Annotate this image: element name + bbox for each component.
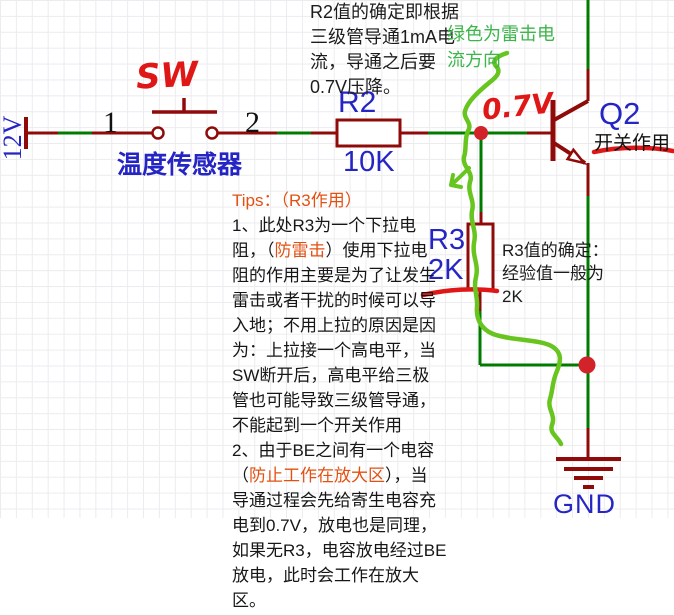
r3-note: R3值的确定： 经验值一般为 2K — [502, 239, 609, 308]
q2-designator: Q2 — [599, 96, 641, 131]
grid-background — [0, 0, 674, 518]
note-line: Tips：（R3作用） — [232, 191, 362, 210]
note-line: 雷击或者干扰的时候可以导 — [232, 291, 436, 310]
pen-switch-mark: SW — [134, 54, 200, 98]
switch-contact-right — [205, 126, 219, 140]
note-line: R3值的确定： — [502, 241, 609, 260]
resistor-r3-symbol — [466, 222, 495, 292]
net-label-2: 2 — [245, 106, 260, 139]
note-line: SW断开后，高电平给三极 — [232, 366, 430, 385]
note-line: 导通过程会先给寄生电容充 — [232, 491, 436, 510]
note-line: 阻的作用主要是为了让发生 — [232, 266, 436, 285]
r3-value-label: 2K — [428, 254, 464, 286]
note-line: 阻，（防雷击）使用下拉电 — [232, 241, 428, 260]
r2-designator: R2 — [338, 86, 377, 119]
npn-emitter-arrow — [565, 147, 588, 166]
note-line: 管也可能导致三级管导通， — [232, 391, 436, 410]
switch-contact-left — [151, 126, 165, 140]
note-line: 放电，此时会工作在放大 — [232, 566, 419, 585]
power-net-label: 12V — [0, 115, 27, 161]
note-line: 绿色为雷击电 — [447, 24, 555, 44]
pen-underline-r3-value — [420, 287, 500, 298]
note-line: 如果无R3，电容放电经过BE — [232, 541, 447, 560]
note-line: 2K — [502, 287, 523, 306]
ground-label: GND — [553, 489, 616, 519]
lightning-current-arrow-annotation — [449, 166, 471, 189]
sensor-label: 温度传感器 — [117, 151, 243, 179]
resistor-r2-symbol — [335, 118, 402, 148]
junction-dot — [578, 356, 596, 374]
junction-dot — [474, 126, 488, 140]
r3-designator: R3 — [428, 224, 466, 256]
note-line: 三级管导通1mA电 — [310, 27, 456, 47]
note-line: 不能起到一个开关作用 — [232, 416, 402, 435]
note-line: 电到0.7V，放电也是同理， — [232, 516, 437, 535]
pen-underline-q2-role — [591, 145, 674, 155]
note-line: 0.7V压降。 — [310, 77, 402, 97]
green-current-note: 绿色为雷击电流方向 — [447, 21, 555, 73]
q2-role-label: 开关作用 — [594, 133, 671, 154]
tips-block: Tips：（R3作用） 1、此处R3为一个下拉电阻，（防雷击）使用下拉电阻的作用主… — [232, 188, 446, 613]
note-line: （防止工作在放大区），当 — [232, 466, 428, 485]
note-line: 入地；不用上拉的原因是因 — [232, 316, 436, 335]
r2-value-label: 10K — [343, 146, 395, 178]
note-line: 2、由于BE之间有一个电容 — [232, 441, 435, 460]
note-line: 区。 — [232, 591, 266, 610]
note-line: R2值的确定即根据 — [310, 2, 460, 22]
note-line: 流，导通之后要 — [310, 52, 436, 72]
note-line: 经验值一般为 — [502, 264, 604, 283]
net-label-1: 1 — [103, 106, 118, 139]
r2-note: R2值的确定即根据三级管导通1mA电流，导通之后要 0.7V压降。 — [310, 0, 459, 100]
npn-collector — [553, 99, 589, 122]
note-line: 为：上拉接一个高电平，当 — [232, 341, 436, 360]
lightning-current-path-annotation — [461, 50, 564, 447]
note-line: 流方向 — [447, 50, 501, 70]
note-line: 1、此处R3为一个下拉电 — [232, 216, 417, 235]
